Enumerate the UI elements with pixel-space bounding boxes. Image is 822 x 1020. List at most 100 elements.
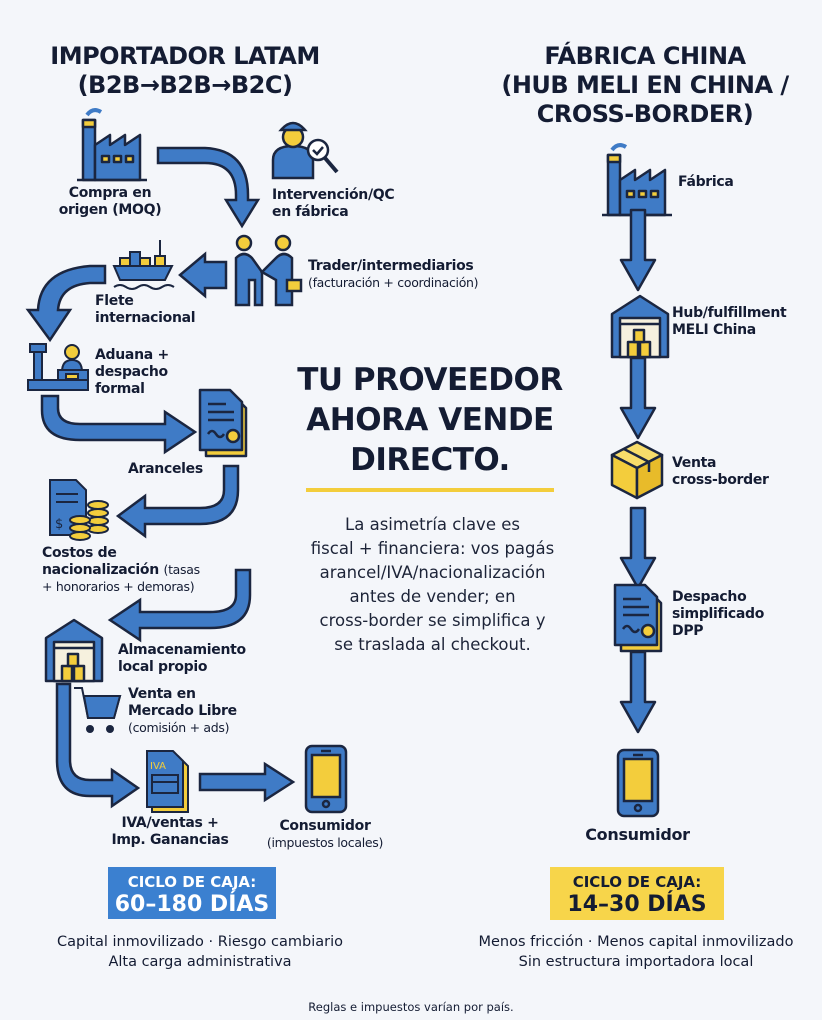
label-line: Venta en [128, 686, 196, 702]
label-line: nacionalización [42, 562, 159, 578]
label-sub: (impuestos locales) [266, 835, 384, 850]
smartphone-icon [304, 744, 348, 814]
label-line: simplificado [672, 606, 765, 622]
headline-line: DIRECTO. [350, 442, 510, 478]
flow-arrow [619, 208, 657, 292]
caption-line: Capital inmovilizado · Riesgo cambiario [57, 934, 343, 950]
body-line: antes de vender; en [349, 587, 516, 606]
label-line: Compra en [68, 185, 152, 201]
customs-icon [27, 343, 89, 391]
label-line: Trader/intermediarios [308, 258, 474, 274]
footer-note: Reglas e impuestos varían por país. [308, 1000, 514, 1014]
left-title-line: (B2B→B2B→B2C) [77, 71, 293, 99]
left-title-line: IMPORTADOR LATAM [50, 42, 320, 70]
caption-line: Sin estructura importadora local [518, 954, 754, 970]
label-line: internacional [95, 310, 196, 326]
label-line: formal [95, 381, 145, 397]
flow-arrow [55, 682, 141, 809]
right-caption: Menos fricción · Menos capital inmoviliz… [440, 932, 822, 972]
warehouse-icon [44, 618, 104, 683]
label-sub: + honorarios + demoras) [42, 579, 195, 594]
headline-line: AHORA VENDE [306, 402, 554, 438]
caption-line: Alta carga administrativa [108, 954, 292, 970]
label-line: MELI China [672, 322, 756, 338]
label-line: origen (MOQ) [58, 202, 162, 218]
label-line: despacho [95, 364, 168, 380]
flow-arrow [40, 394, 198, 455]
body-line: se traslada al checkout. [334, 635, 531, 654]
step-label-aranceles: Aranceles [128, 461, 203, 477]
right-title-line: (HUB MELI EN CHINA / [501, 71, 789, 99]
tax-document-icon: IVA [146, 750, 189, 813]
label-line: en fábrica [272, 204, 349, 220]
label-sub: (tasas [163, 562, 201, 577]
svg-text:$: $ [55, 517, 63, 532]
badge-title: CICLO DE CAJA: [572, 873, 702, 891]
flow-arrow [619, 650, 657, 734]
badge-value: 14–30 DÍAS [567, 892, 707, 917]
flow-arrow [25, 264, 107, 343]
label-line: Consumidor [279, 818, 371, 834]
inspector-icon [271, 121, 339, 180]
certificate-document-icon [198, 388, 248, 458]
right-title-line: FÁBRICA CHINA [544, 42, 746, 70]
label-line: Despacho [672, 589, 747, 605]
label-line: Venta [672, 455, 717, 471]
badge-title: CICLO DE CAJA: [127, 873, 257, 891]
headline: TU PROVEEDOR AHORA VENDE DIRECTO. [270, 360, 590, 480]
handshake-icon [234, 234, 303, 307]
step-label-consumidor: Consumidor [585, 825, 690, 844]
label-sub: (facturación + coordinación) [308, 275, 479, 290]
label-line: local propio [118, 659, 208, 675]
certificate-document-icon [613, 583, 663, 653]
factory-icon [600, 143, 674, 217]
label-line: Imp. Ganancias [111, 832, 229, 848]
caption-line: Menos fricción · Menos capital inmoviliz… [478, 934, 794, 950]
label-line: Aduana + [95, 347, 169, 363]
label-line: IVA/ventas + [121, 815, 219, 831]
label-line: Hub/fulfillment [672, 305, 787, 321]
body-line: La asimetría clave es [345, 515, 520, 534]
flow-arrow [107, 568, 252, 643]
right-title: FÁBRICA CHINA (HUB MELI EN CHINA / CROSS… [480, 42, 810, 129]
tax-document-label: IVA [150, 761, 166, 772]
headline-line: TU PROVEEDOR [297, 362, 563, 398]
divider [306, 488, 554, 492]
step-label-iva: IVA/ventas +Imp. Ganancias [90, 815, 250, 849]
flow-arrow [115, 464, 240, 539]
label-line: Flete [95, 293, 134, 309]
factory-icon [75, 108, 149, 182]
body-line: fiscal + financiera: vos pagás [310, 539, 555, 558]
cargo-ship-icon [112, 240, 175, 290]
label-line: DPP [672, 623, 704, 639]
flow-arrow [178, 251, 228, 299]
cash-cycle-badge-left: CICLO DE CAJA: 60–180 DÍAS [108, 867, 276, 919]
step-label-trader: Trader/intermediarios(facturación + coor… [308, 258, 479, 291]
step-label-fabrica: Fábrica [678, 174, 734, 190]
label-sub: (comisión + ads) [128, 720, 230, 735]
flow-arrow [619, 506, 657, 590]
flow-arrow [619, 356, 657, 440]
coins-document-icon: $ [49, 479, 109, 541]
flow-arrow [156, 146, 261, 229]
flow-arrow [198, 761, 296, 803]
label-line: Mercado Libre [128, 703, 237, 719]
shopping-cart-icon [74, 687, 122, 733]
body-line: cross-border se simplifica y [319, 611, 546, 630]
badge-value: 60–180 DÍAS [114, 892, 270, 917]
step-label-costos: Costos de nacionalización (tasas + honor… [42, 545, 242, 595]
body-line: arancel/IVA/nacionalización [319, 563, 546, 582]
smartphone-icon [616, 748, 660, 818]
label-line: Intervención/QC [272, 187, 395, 203]
